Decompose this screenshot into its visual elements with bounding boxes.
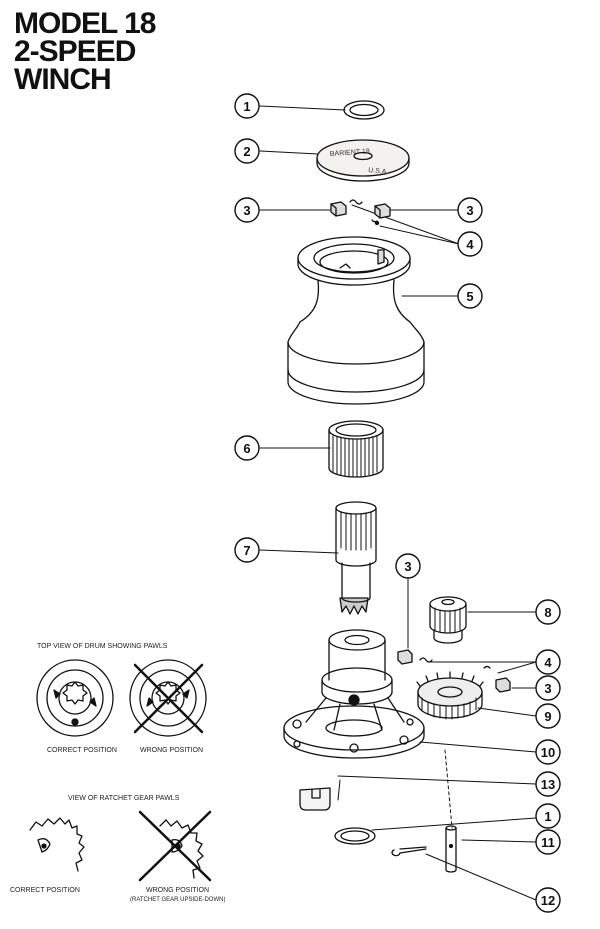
callout-2 xyxy=(234,138,260,164)
drum-cap-origin: U.S.A. xyxy=(368,167,389,176)
drum-cap-brand: BARIENT 18 xyxy=(330,148,370,158)
callout-number: 7 xyxy=(243,543,250,558)
callout-9 xyxy=(535,703,561,729)
pin-part-11 xyxy=(445,825,457,873)
callout-bubbles xyxy=(234,93,561,913)
callout-number: 3 xyxy=(404,559,411,574)
inset-ratchet-correct-label: CORRECT POSITION xyxy=(10,887,80,894)
callout-3-middle xyxy=(395,553,421,579)
inset-drum-pawls: TOP VIEW OF DRUM SHOWING PAWLS CORRECT P… xyxy=(36,643,207,754)
inset-ratchet-wrong-figure xyxy=(138,810,212,882)
callout-5 xyxy=(457,283,483,309)
pawl-spring-part-4-lower xyxy=(419,657,491,669)
callout-3-right xyxy=(457,197,483,223)
inset-pawls-wrong-label: WRONG POSITION xyxy=(140,747,203,754)
callout-4-top xyxy=(457,231,483,257)
callout-6 xyxy=(234,435,260,461)
title-line-3: WINCH xyxy=(14,63,112,96)
inset-pawls-correct-label: CORRECT POSITION xyxy=(47,747,117,754)
callout-1-top xyxy=(234,93,260,119)
callout-number: 12 xyxy=(541,893,555,908)
pawl-spring-part-4 xyxy=(349,199,380,226)
winch-drum-part-5 xyxy=(287,236,425,405)
leader-lines xyxy=(259,105,537,901)
inset-pawls-heading: TOP VIEW OF DRUM SHOWING PAWLS xyxy=(37,643,168,650)
callout-number: 4 xyxy=(544,655,552,670)
callout-11 xyxy=(535,829,561,855)
inset-ratchet-correct-figure xyxy=(29,817,85,872)
callout-7 xyxy=(234,537,260,563)
callout-number: 3 xyxy=(466,203,473,218)
roller-bearing-part-6 xyxy=(328,420,384,478)
callout-number: 4 xyxy=(466,237,474,252)
callout-number: 2 xyxy=(243,144,250,159)
callout-10 xyxy=(535,739,561,765)
cotter-pin-part-12 xyxy=(391,846,427,857)
callout-number: 3 xyxy=(544,681,551,696)
inset-pawls-wrong-figure xyxy=(129,659,207,737)
callout-numbers: 1 2 3 3 4 5 6 7 3 8 4 3 9 10 13 1 11 12 xyxy=(243,99,555,908)
diagram-title: MODEL 18 2-SPEED WINCH xyxy=(14,7,156,96)
callout-number: 3 xyxy=(243,203,250,218)
callout-number: 9 xyxy=(544,709,551,724)
main-spindle-part-7 xyxy=(335,501,377,615)
inset-pawls-correct-figure xyxy=(36,659,114,737)
pawl-part-3-right xyxy=(374,203,391,219)
pawl-part-3-left xyxy=(330,201,347,217)
callout-12 xyxy=(535,887,561,913)
retaining-ring-part-1 xyxy=(343,100,385,120)
title-line-1: MODEL 18 xyxy=(14,7,156,40)
callout-8 xyxy=(535,599,561,625)
drum-cap-part-2 xyxy=(316,139,410,182)
callout-number: 13 xyxy=(541,777,555,792)
inset-ratchet-pawls: VIEW OF RATCHET GEAR PAWLS CORRECT POSIT… xyxy=(10,795,225,903)
pawl-clip-part-13 xyxy=(299,787,331,811)
retaining-ring-part-1-bottom xyxy=(334,827,376,845)
callout-4-bottom xyxy=(535,649,561,675)
callout-3-bottom xyxy=(535,675,561,701)
pawl-part-3-lower-right xyxy=(495,677,511,693)
winch-base-part-10 xyxy=(283,629,425,759)
callout-1-bottom xyxy=(535,803,561,829)
callout-number: 5 xyxy=(466,289,473,304)
callout-number: 10 xyxy=(541,745,555,760)
drive-gear-part-8 xyxy=(429,596,467,644)
pawl-part-3-lower-left xyxy=(397,649,413,665)
callout-number: 11 xyxy=(541,835,555,850)
inset-ratchet-heading: VIEW OF RATCHET GEAR PAWLS xyxy=(68,795,180,802)
inset-ratchet-wrong-label: WRONG POSITION xyxy=(146,887,209,894)
inset-ratchet-wrong-note: (RATCHET GEAR UPSIDE-DOWN) xyxy=(130,897,225,903)
title-line-2: 2-SPEED xyxy=(14,35,136,68)
callout-number: 8 xyxy=(544,605,551,620)
callout-number: 1 xyxy=(243,99,250,114)
ratchet-gear-part-9 xyxy=(416,671,484,720)
callout-13 xyxy=(535,771,561,797)
callout-number: 6 xyxy=(243,441,250,456)
callout-number: 1 xyxy=(544,809,551,824)
callout-3-left xyxy=(234,197,260,223)
